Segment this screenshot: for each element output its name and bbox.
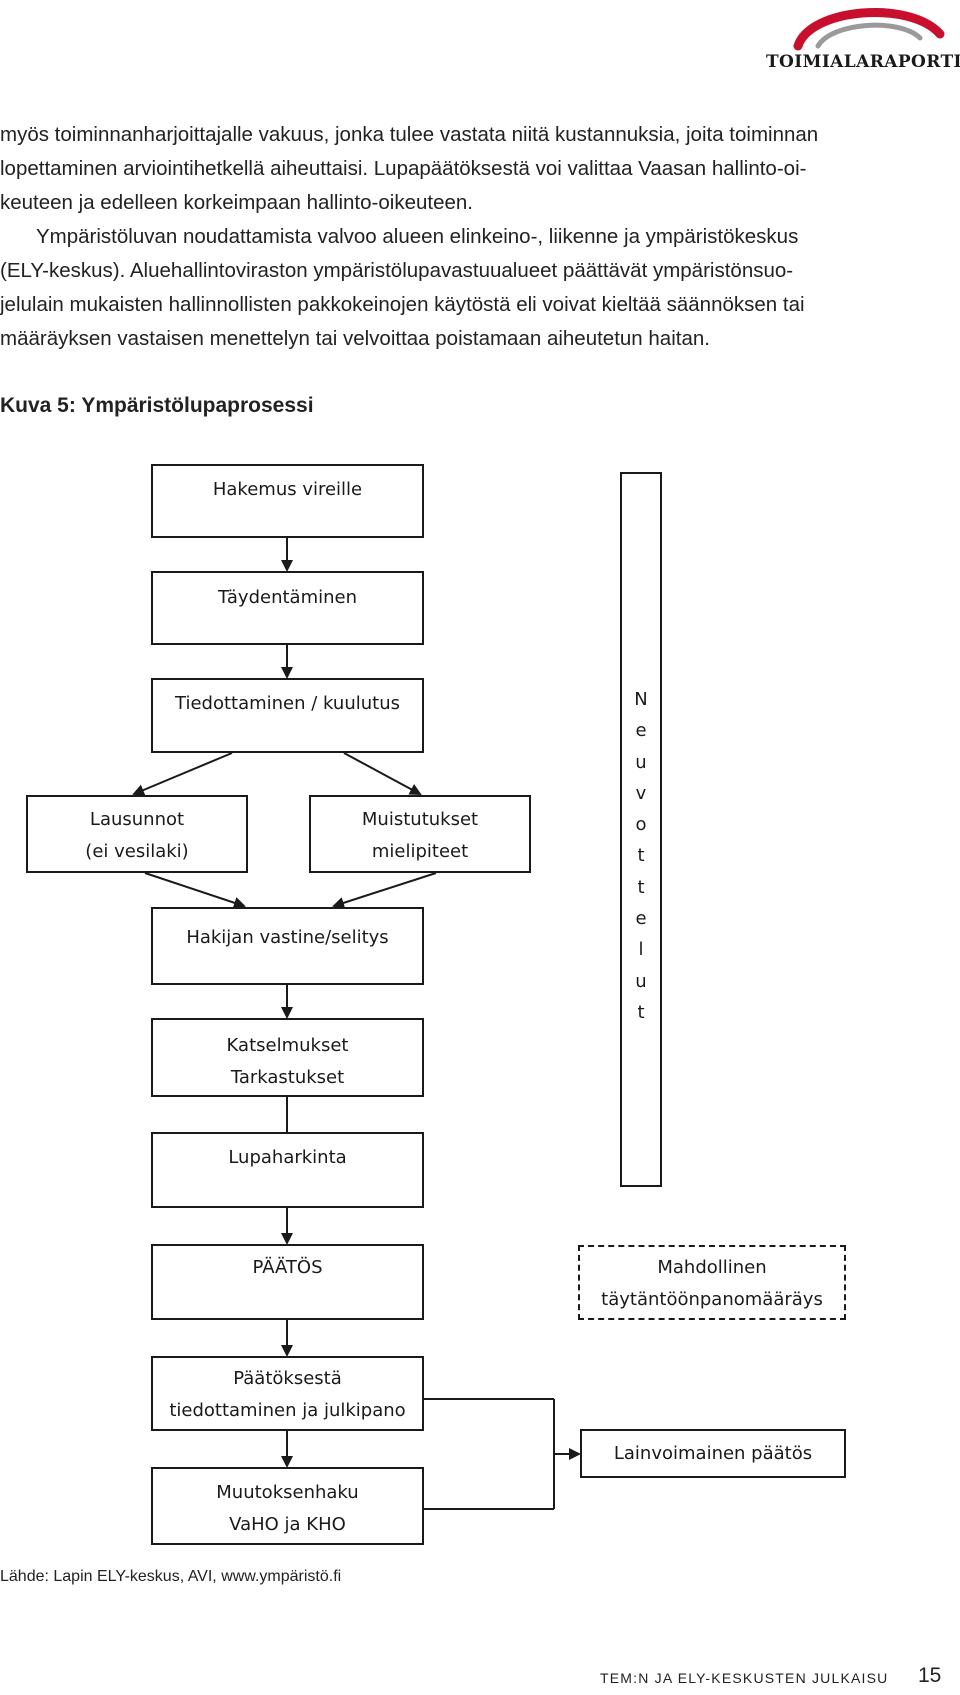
box-label: täytäntöönpanomääräys bbox=[601, 1289, 823, 1310]
text-line: (ELY-keskus). Aluehallintoviraston ympär… bbox=[0, 259, 794, 282]
box-tiedottaminen-kuulutus: Tiedottaminen / kuulutus bbox=[151, 678, 424, 753]
box-label: (ei vesilaki) bbox=[85, 841, 189, 862]
box-label: Muutoksenhaku bbox=[216, 1482, 359, 1503]
box-label: PÄÄTÖS bbox=[252, 1257, 323, 1278]
vertical-letter: t bbox=[637, 876, 645, 898]
box-paatos: PÄÄTÖS bbox=[151, 1244, 424, 1320]
figure-source: Lähde: Lapin ELY-keskus, AVI, www.ympäri… bbox=[0, 1568, 342, 1585]
box-taytantoonpanomaarays: Mahdollinen täytäntöönpanomääräys bbox=[578, 1245, 846, 1320]
box-label: Tarkastukset bbox=[230, 1067, 345, 1088]
vertical-letter: t bbox=[637, 845, 645, 867]
box-label: Muistutukset bbox=[361, 809, 479, 830]
body-text: myös toiminnanharjoittajalle vakuus, jon… bbox=[0, 118, 945, 356]
vertical-letter: v bbox=[635, 782, 647, 804]
text-line: jelulain mukaisten hallinnollisten pakko… bbox=[0, 293, 805, 316]
box-hakijan-vastine: Hakijan vastine/selitys bbox=[151, 907, 424, 985]
text-line: Ympäristöluvan noudattamista valvoo alue… bbox=[36, 225, 799, 248]
box-katselmukset: Katselmukset Tarkastukset bbox=[151, 1018, 424, 1097]
box-label: Lainvoimainen päätös bbox=[613, 1443, 813, 1464]
box-label: Täydentäminen bbox=[218, 587, 357, 608]
box-taydentaminen: Täydentäminen bbox=[151, 571, 424, 645]
vertical-letter: u bbox=[635, 751, 647, 773]
figure-caption: Kuva 5: Ympäristölupaprosessi bbox=[0, 394, 314, 417]
vertical-letter: e bbox=[635, 908, 647, 930]
arrow-tiedottaminen-to-lausunnot bbox=[132, 752, 233, 796]
box-label: Hakijan vastine/selitys bbox=[186, 927, 389, 948]
box-lausunnot: Lausunnot (ei vesilaki) bbox=[26, 795, 248, 873]
arrow-muistutukset-to-hakijan bbox=[332, 872, 437, 909]
footer-publication: TEM:N JA ELY-KESKUSTEN JULKAISU bbox=[600, 1670, 889, 1686]
box-lainvoimainen-paatos: Lainvoimainen päätös bbox=[580, 1429, 846, 1478]
box-muutoksenhaku: Muutoksenhaku VaHO ja KHO bbox=[151, 1467, 424, 1545]
box-label: Päätöksestä bbox=[233, 1368, 342, 1389]
box-neuvottelut: N e u v o t t e l u t bbox=[620, 472, 662, 1187]
arrow-tiedottaminen-to-muistutukset bbox=[343, 752, 422, 795]
logo-text: TOIMIALARAPORTIT bbox=[766, 52, 960, 72]
box-label: Tiedottaminen / kuulutus bbox=[175, 693, 400, 714]
text-line: lopettaminen arviointihetkellä aiheuttai… bbox=[0, 157, 807, 180]
box-label: Katselmukset bbox=[226, 1035, 349, 1056]
vertical-letter: N bbox=[634, 689, 648, 710]
box-label: Lupaharkinta bbox=[228, 1147, 347, 1168]
box-label: Hakemus vireille bbox=[212, 479, 363, 500]
box-label: mielipiteet bbox=[371, 841, 469, 862]
box-muistutukset: Muistutukset mielipiteet bbox=[309, 795, 531, 873]
arrow-lausunnot-to-hakijan bbox=[144, 872, 246, 909]
box-label: tiedottaminen ja julkipano bbox=[169, 1400, 406, 1421]
text-line: määräyksen vastaisen menettelyn tai velv… bbox=[0, 327, 710, 350]
paragraph-1: myös toiminnanharjoittajalle vakuus, jon… bbox=[0, 118, 945, 220]
toimialaraportit-logo: TOIMIALARAPORTIT bbox=[760, 0, 960, 80]
page-number: 15 bbox=[918, 1664, 942, 1687]
neuvottelut-vertical-label: N e u v o t t e l u t bbox=[622, 684, 660, 1028]
vertical-letter: t bbox=[637, 1001, 645, 1023]
box-label: Mahdollinen bbox=[657, 1257, 767, 1278]
paragraph-2: Ympäristöluvan noudattamista valvoo alue… bbox=[0, 220, 945, 356]
box-hakemus-vireille: Hakemus vireille bbox=[151, 464, 424, 538]
vertical-letter: e bbox=[635, 720, 647, 742]
box-label: VaHO ja KHO bbox=[229, 1514, 346, 1535]
logo-swoosh-icon bbox=[793, 7, 945, 51]
box-lupaharkinta: Lupaharkinta bbox=[151, 1132, 424, 1208]
box-label: Lausunnot bbox=[89, 809, 185, 830]
vertical-letter: l bbox=[638, 939, 644, 961]
text-line: keuteen ja edelleen korkeimpaan hallinto… bbox=[0, 191, 473, 214]
text-line: myös toiminnanharjoittajalle vakuus, jon… bbox=[0, 123, 819, 146]
box-paatoksesta-tiedottaminen: Päätöksestä tiedottaminen ja julkipano bbox=[151, 1356, 424, 1431]
vertical-letter: o bbox=[635, 814, 647, 836]
vertical-letter: u bbox=[635, 970, 647, 992]
